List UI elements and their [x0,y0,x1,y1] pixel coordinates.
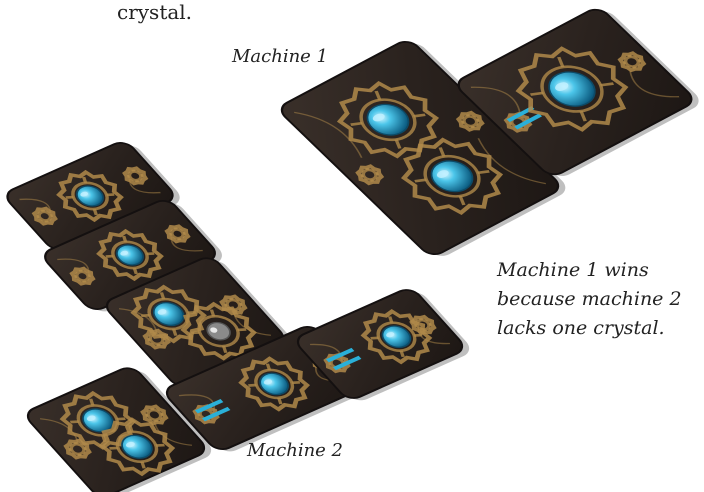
caption-line: Machine 1 wins [497,259,649,281]
slot-highlight [210,327,218,333]
machine2-card-6[interactable] [22,363,216,492]
crystal-icon [430,160,474,193]
crystal-highlight [125,441,135,448]
energy-bar [514,113,543,130]
small-gear-icon [355,164,385,186]
crystal-highlight [372,113,385,122]
machine2-card-1[interactable] [2,138,185,257]
small-gear-icon [455,110,485,132]
machine2-card-5[interactable] [292,285,474,406]
small-gear-icon [69,266,96,286]
crystal-highlight [386,332,395,338]
crystal-highlight [86,415,96,422]
gear-icon [400,137,504,216]
machine2-card-2[interactable] [40,196,228,317]
energy-bar [202,406,231,422]
cards-layer [2,4,704,492]
small-gear-icon [31,206,58,226]
crystal-icon [259,372,289,396]
crystal-icon [76,185,104,207]
crystal-highlight [555,82,569,91]
scroll-ornament [294,111,546,185]
gear-icon [98,417,176,477]
gear-icon [336,80,440,159]
gear-icon [96,228,164,282]
crystal-icon [121,434,153,459]
crystal-icon [116,244,144,266]
gear-icon [56,169,124,223]
machine1-single-card[interactable] [453,4,704,182]
crystal-icon [152,301,185,327]
crystal-icon [548,71,596,107]
machine1-label: Machine 1 [232,46,329,67]
gear-icon [515,46,629,132]
crystal-highlight [436,170,449,178]
empty-crystal-slot-icon [206,321,231,341]
energy-bar [332,355,362,371]
small-gear-icon [140,404,169,426]
result-caption: Machine 1 wins because machine 2 lacks o… [497,256,702,343]
small-gear-icon [164,224,191,244]
small-gear-icon [63,438,92,460]
gear-icon [130,284,207,344]
caption-line: because machine 2 [497,288,682,310]
gear-icon [238,356,311,412]
energy-bar [325,347,355,363]
small-gear-icon [409,314,437,335]
small-gear-icon [617,51,647,73]
small-gear-icon [122,166,149,186]
crystal-highlight [263,379,273,385]
machine2-label: Machine 2 [247,440,344,461]
gear-icon [180,301,257,361]
gear-icon [360,309,433,365]
crystal-highlight [157,309,167,315]
energy-bar [506,106,535,123]
caption-line: lacks one crystal. [497,317,665,339]
page-text-fragment: crystal. [117,0,193,24]
energy-bar [194,399,224,414]
crystal-highlight [80,191,89,197]
crystal-highlight [120,250,129,256]
scroll-ornament [470,71,680,113]
crystal-icon [381,325,412,348]
crystal-icon [366,103,410,136]
